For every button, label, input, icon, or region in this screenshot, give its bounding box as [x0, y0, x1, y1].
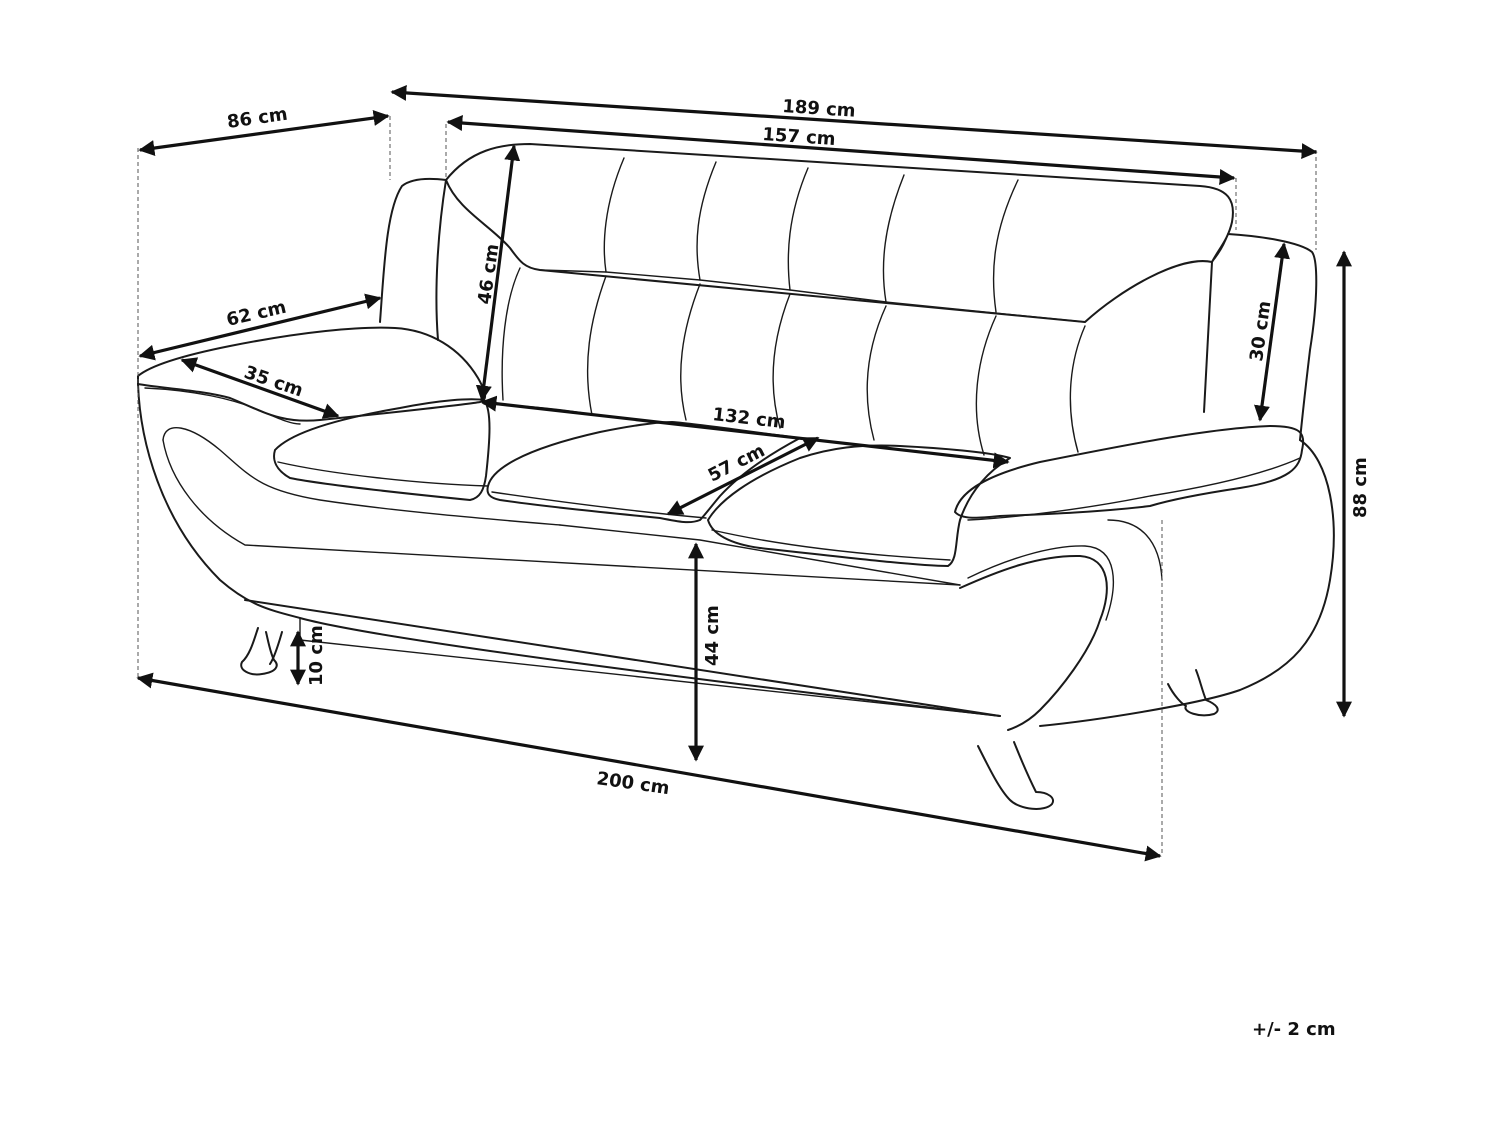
- label-backrest-height: 46 cm: [474, 243, 503, 306]
- label-backrest-length: 157 cm: [762, 124, 837, 150]
- label-armrest-width: 35 cm: [241, 362, 305, 402]
- arrow-armrest-width: [180, 357, 340, 419]
- arrow-backrest-height: [475, 144, 521, 402]
- label-leg-height: 10 cm: [306, 625, 327, 686]
- arrow-backrest-length: [446, 115, 1236, 185]
- label-armrest-height: 30 cm: [1246, 300, 1275, 363]
- arrow-armrest-height: [1254, 242, 1290, 422]
- label-overall-length: 189 cm: [782, 96, 856, 122]
- label-total-width: 200 cm: [595, 768, 670, 799]
- arrow-seat-width: [480, 395, 1010, 469]
- dimension-arrows: [136, 84, 1352, 862]
- label-seat-depth-total: 62 cm: [224, 297, 288, 331]
- extension-lines: [137, 116, 1317, 856]
- label-overall-height: 88 cm: [1350, 457, 1371, 518]
- tolerance-note: +/- 2 cm: [1252, 1019, 1336, 1040]
- arrow-overall-depth: [138, 110, 390, 156]
- arrow-total-width: [136, 672, 1162, 862]
- label-overall-depth: 86 cm: [226, 104, 289, 133]
- arrow-cushion-depth: [666, 436, 820, 516]
- arrow-seat-depth-total: [138, 293, 382, 361]
- label-seat-height: 44 cm: [702, 605, 723, 666]
